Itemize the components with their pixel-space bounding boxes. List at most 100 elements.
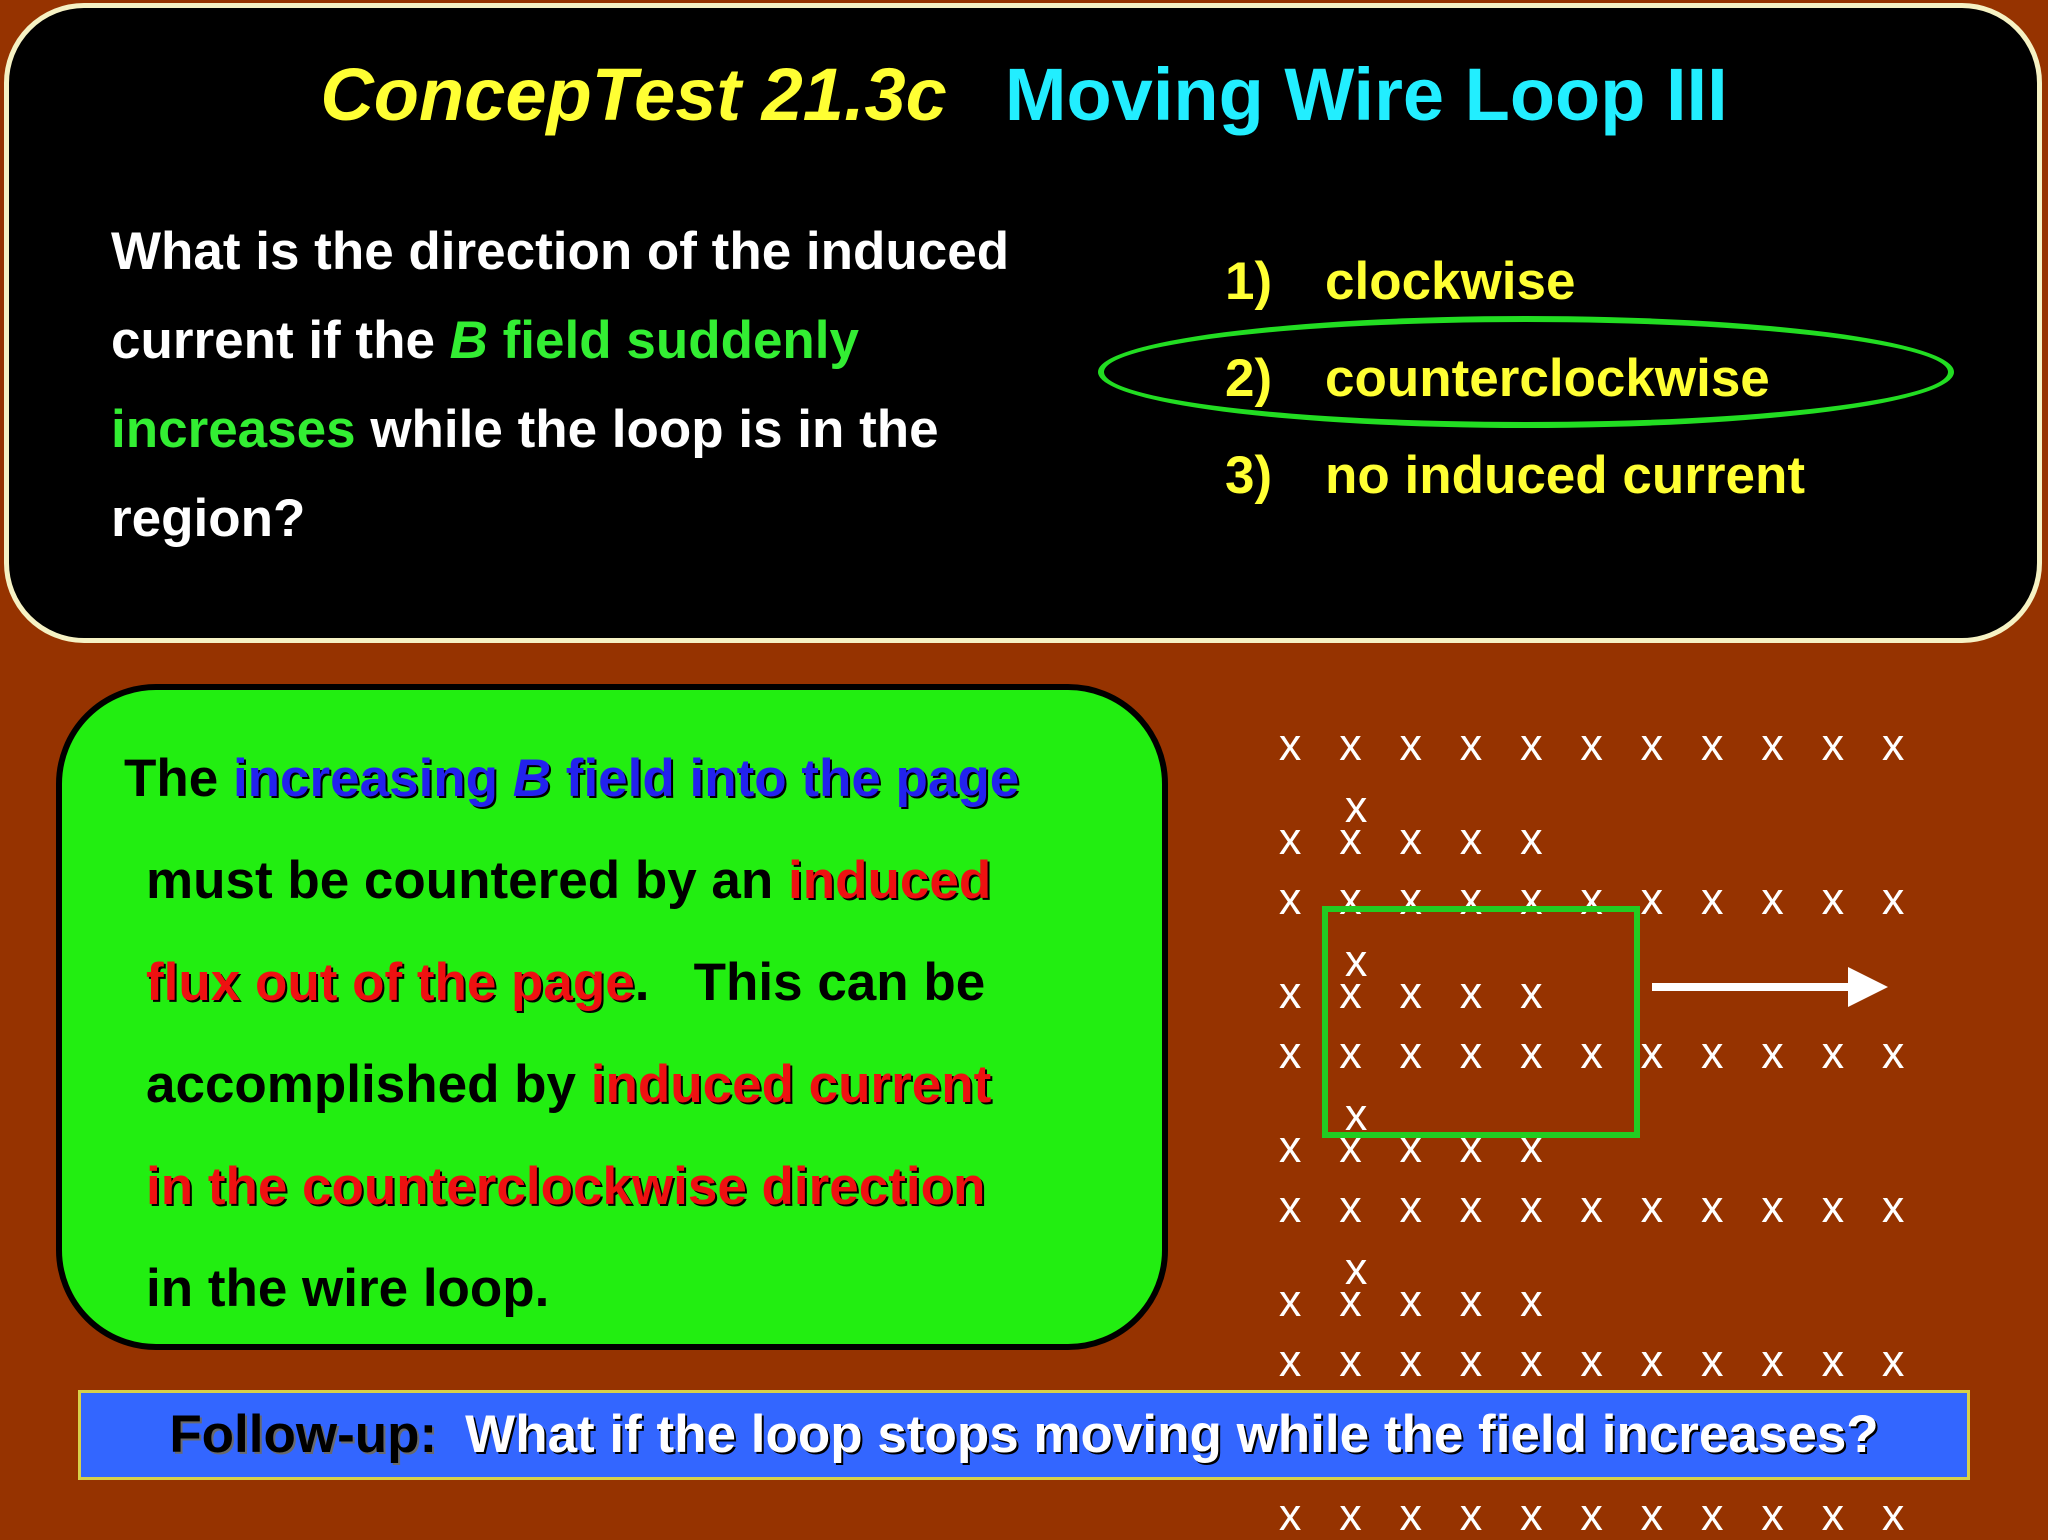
followup-bar: Follow-up:What if the loop stops moving … <box>78 1390 1970 1480</box>
choice-label: counterclockwise <box>1325 349 1770 408</box>
field-into-page-icon: x <box>1520 1181 1543 1232</box>
field-into-page-icon: x <box>1761 1335 1784 1386</box>
choice-number: 2) <box>1225 349 1273 408</box>
title-test-number: ConcepTest 21.3c <box>320 53 947 136</box>
explanation-line-5: in the counterclockwise direction <box>124 1136 1144 1238</box>
field-into-page-icon: x <box>1278 719 1302 770</box>
field-into-page-icon: x <box>1459 719 1483 770</box>
field-into-page-icon: x <box>1278 1181 1302 1232</box>
field-into-page-icon: x <box>1580 1489 1603 1540</box>
choice-2[interactable]: 2) counterclockwise <box>1225 330 1805 427</box>
field-into-page-icon: x <box>1459 1335 1483 1386</box>
explanation-line-6: in the wire loop. <box>124 1238 1144 1340</box>
field-into-page-icon: x <box>1520 1489 1543 1540</box>
field-into-page-icon: x <box>1700 1181 1724 1232</box>
field-into-page-icon: x <box>1881 873 1905 924</box>
velocity-arrow-head <box>1848 967 1888 1007</box>
explanation-red-segment: in the counterclockwise direction <box>146 1157 986 1216</box>
explanation-red-segment: induced current <box>590 1055 992 1114</box>
field-into-page-icon: x <box>1580 1335 1603 1386</box>
field-into-page-icon: x <box>1344 1089 1368 1140</box>
field-into-page-icon: x <box>1821 719 1845 770</box>
explanation-red-segment: induced <box>788 851 992 910</box>
field-into-page-icon: x <box>1278 967 1302 1018</box>
choice-1[interactable]: 1) clockwise <box>1225 233 1805 330</box>
question-part1: What is the direction of the induced cur… <box>111 222 1010 370</box>
explanation-box <box>56 684 1168 1350</box>
field-into-page-icon: x <box>1399 1181 1422 1232</box>
field-into-page-icon: x <box>1399 1335 1422 1386</box>
field-into-page-icon: x <box>1640 1489 1664 1540</box>
field-into-page-icon: x <box>1339 1335 1362 1386</box>
field-into-page-icon: x <box>1821 1335 1845 1386</box>
field-into-page-icon: x <box>1881 1027 1905 1078</box>
field-into-page-icon: x <box>1339 1027 1362 1078</box>
explanation-text-segment: in the wire loop. <box>146 1259 550 1318</box>
field-into-page-icon: x <box>1459 967 1483 1018</box>
choice-3[interactable]: 3) no induced current <box>1225 427 1805 524</box>
field-into-page-icon: x <box>1339 1275 1362 1326</box>
field-into-page-icon: x <box>1339 1489 1362 1540</box>
field-into-page-icon: x <box>1761 1181 1784 1232</box>
field-into-page-icon: x <box>1821 1489 1845 1540</box>
followup-question: What if the loop stops moving while the … <box>465 1405 1879 1464</box>
field-row: x <box>1326 1244 1386 1294</box>
field-into-page-icon: x <box>1700 719 1724 770</box>
field-into-page-icon: x <box>1821 1181 1845 1232</box>
field-into-page-icon: x <box>1459 1181 1483 1232</box>
field-into-page-icon: x <box>1700 1335 1724 1386</box>
field-into-page-icon: x <box>1761 1489 1784 1540</box>
field-into-page-icon: x <box>1459 1489 1483 1540</box>
explanation-blue-segment: field into the page <box>551 749 1020 808</box>
field-into-page-icon: x <box>1459 1275 1483 1326</box>
field-into-page-icon: x <box>1700 1027 1724 1078</box>
field-into-page-icon: x <box>1339 967 1362 1018</box>
explanation-text-segment: accomplished by <box>146 1055 591 1114</box>
field-into-page-icon: x <box>1399 1275 1422 1326</box>
explanation-b-symbol: B <box>512 749 552 808</box>
explanation-blue-segment: increasing <box>232 749 513 808</box>
field-into-page-icon: x <box>1761 1027 1784 1078</box>
field-into-page-icon: x <box>1881 719 1905 770</box>
answer-choices: 1) clockwise 2) counterclockwise 3) no i… <box>1225 233 1805 524</box>
field-into-page-icon: x <box>1640 1181 1664 1232</box>
velocity-arrow-shaft <box>1652 983 1852 991</box>
field-into-page-icon: x <box>1344 935 1368 986</box>
field-into-page-icon: x <box>1344 1243 1368 1294</box>
field-row: x <box>1326 936 1386 986</box>
field-into-page-icon: x <box>1881 1181 1905 1232</box>
field-into-page-icon: x <box>1761 719 1784 770</box>
choice-number: 1) <box>1225 252 1273 311</box>
explanation-line-2: must be countered by an induced <box>124 830 1144 932</box>
field-into-page-icon: x <box>1278 873 1302 924</box>
field-into-page-icon: x <box>1339 1181 1362 1232</box>
explanation-red-segment: flux out of the page <box>146 953 635 1012</box>
field-into-page-icon: x <box>1640 719 1664 770</box>
question-b-symbol: B <box>449 311 488 370</box>
field-into-page-icon: x <box>1278 813 1302 864</box>
field-into-page-icon: x <box>1821 873 1845 924</box>
question-field-increase: field suddenly increases <box>111 311 859 459</box>
field-into-page-icon: x <box>1881 1489 1905 1540</box>
question-part2: while the loop is in the region? <box>111 400 939 548</box>
field-into-page-icon: x <box>1520 1335 1543 1386</box>
choice-number: 3) <box>1225 446 1273 505</box>
field-into-page-icon: x <box>1520 719 1543 770</box>
explanation-line-1: The increasing B field into the page <box>124 728 1144 830</box>
choice-label: no induced current <box>1325 446 1805 505</box>
field-into-page-icon: x <box>1399 967 1422 1018</box>
field-into-page-icon: x <box>1700 873 1724 924</box>
explanation-text-segment: . This can be <box>634 953 986 1012</box>
field-into-page-icon: x <box>1580 1027 1603 1078</box>
field-into-page-icon: x <box>1459 813 1483 864</box>
field-into-page-icon: x <box>1580 1181 1603 1232</box>
field-into-page-icon: x <box>1881 1335 1905 1386</box>
field-into-page-icon: x <box>1278 1335 1302 1386</box>
field-into-page-icon: x <box>1339 719 1362 770</box>
